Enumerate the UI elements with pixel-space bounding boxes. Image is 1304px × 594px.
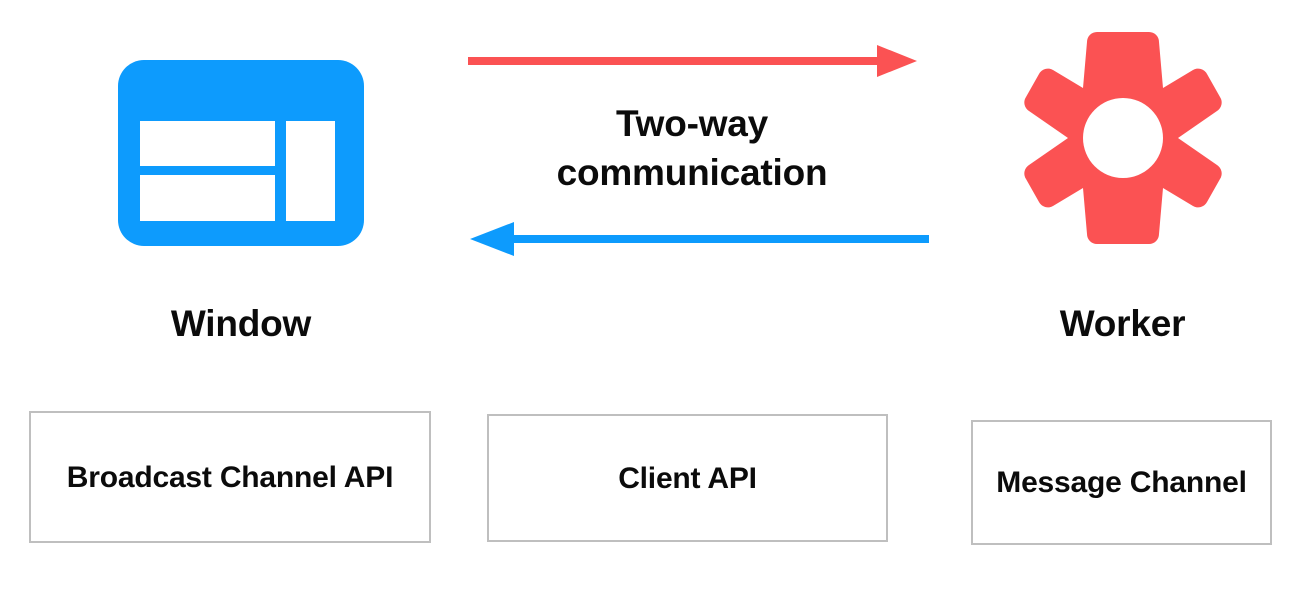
node-label-window: Window — [170, 303, 312, 344]
api-box-client-api: Client API — [487, 414, 888, 542]
window-pane-right — [286, 121, 335, 221]
node-label-worker: Worker — [1059, 303, 1186, 344]
arrow-left-icon — [465, 216, 931, 262]
api-box-broadcast-channel-api: Broadcast Channel API — [29, 411, 431, 543]
connector-label-line-1: Two-way — [615, 103, 769, 144]
window-pane-top-left — [140, 121, 275, 166]
browser-window-icon — [118, 60, 364, 246]
arrow-right-icon — [465, 38, 921, 84]
connector-label-line-2: communication — [556, 151, 828, 193]
window-pane-bottom-left — [140, 175, 275, 221]
connector-label: Two-way communication — [452, 100, 932, 198]
api-box-message-channel: Message Channel — [971, 420, 1272, 545]
gear-icon — [1018, 30, 1228, 250]
